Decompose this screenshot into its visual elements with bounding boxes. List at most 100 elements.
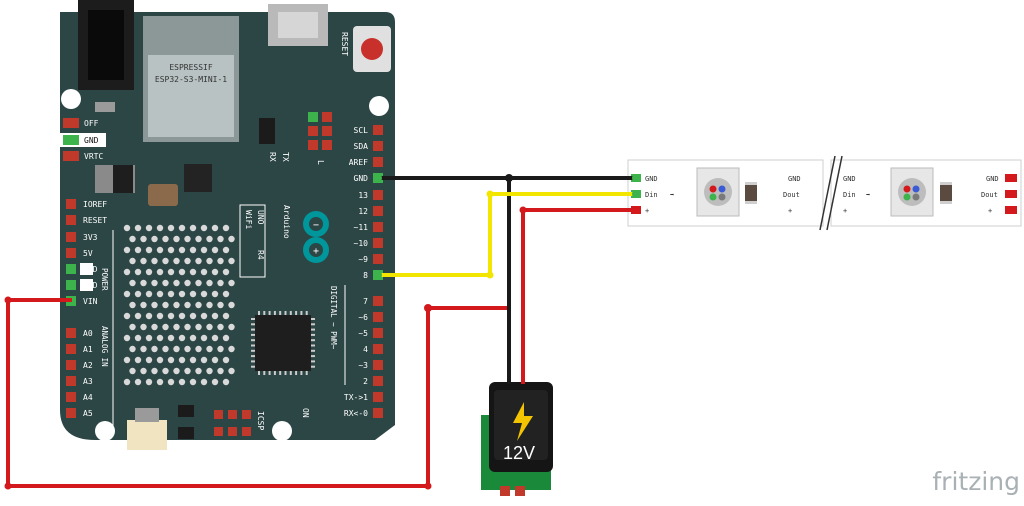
capacitor <box>745 182 757 204</box>
right-pin-label: 4 <box>363 345 368 354</box>
gnd-box <box>80 263 93 275</box>
strip2-din: Din <box>843 191 856 199</box>
left-pin-label: GND <box>83 281 98 290</box>
mounting-hole <box>95 421 115 441</box>
fritzing-watermark: fritzing <box>932 467 1020 496</box>
right-pin-label: ~9 <box>358 255 368 264</box>
pin-pad <box>373 296 383 306</box>
jack-voltage-label: 12V <box>503 443 535 463</box>
pin-pad <box>373 125 383 135</box>
pin-pad <box>373 376 383 386</box>
gnd-top-label: GND <box>84 136 99 145</box>
brand-label: Arduino <box>282 205 291 239</box>
right-pin-label: 2 <box>363 377 368 386</box>
qwiic-connector <box>127 420 167 450</box>
left-pin-label: A2 <box>83 361 93 370</box>
pin-pad <box>373 141 383 151</box>
wifi-label: WiFi <box>244 210 253 229</box>
rgb-led-icon <box>890 167 934 217</box>
pin-pad <box>373 344 383 354</box>
pin-pad <box>373 312 383 322</box>
right-pin-label: ~5 <box>358 329 368 338</box>
strip2-plus-out: + <box>988 207 992 215</box>
right-pin-label: AREF <box>349 158 368 167</box>
strip2-plus-in: + <box>843 207 847 215</box>
left-pin-label: 3V3 <box>83 233 98 242</box>
power-label: POWER <box>100 268 109 291</box>
led-strip: GND Din + ➡ GND Dout + GND Din + ➡ <box>627 155 1022 231</box>
crystal <box>148 184 178 206</box>
pin-pad <box>373 238 383 248</box>
pin-pad <box>373 408 383 418</box>
mounting-hole <box>272 421 292 441</box>
right-pin-label: ~11 <box>354 223 369 232</box>
left-pin-label: VIN <box>83 297 98 306</box>
right-pin-label: TX->1 <box>344 393 368 402</box>
icsp-header <box>214 410 251 436</box>
rx-label: RX <box>268 152 277 162</box>
svg-text:−: − <box>313 220 319 231</box>
pin-pad <box>66 328 76 338</box>
pin-pad <box>66 360 76 370</box>
l-label: L <box>316 160 325 165</box>
strip2-gnd-out: GND <box>986 175 999 183</box>
pin-pad <box>373 190 383 200</box>
left-pin-label: A5 <box>83 409 93 418</box>
pin-pad <box>66 232 76 242</box>
wire-strip-12v[interactable] <box>521 208 636 384</box>
arduino-logo: − + <box>303 211 329 263</box>
module-maker: ESPRESSIF <box>169 63 213 72</box>
strip1-gnd-out: GND <box>788 175 801 183</box>
on-label: ON <box>301 408 310 418</box>
left-pin-label: GND <box>83 265 98 274</box>
module-model: ESP32-S3-MINI-1 <box>155 75 227 84</box>
pin-pad <box>373 157 383 167</box>
strip1-plus-in: + <box>645 207 649 215</box>
right-pin-label: 12 <box>358 207 368 216</box>
pin-pad <box>66 248 76 258</box>
gnd-box <box>80 279 93 291</box>
wire-data[interactable] <box>378 192 636 277</box>
left-pin-label: A3 <box>83 377 93 386</box>
right-pin-label: ~3 <box>358 361 368 370</box>
right-pin-label: SCL <box>354 126 369 135</box>
pin-pad <box>66 215 76 225</box>
right-pin-label: RX<-0 <box>344 409 368 418</box>
right-pin-label: 8 <box>363 271 368 280</box>
strip2-dout: Dout <box>981 191 998 199</box>
vrtc-label: VRTC <box>84 152 103 161</box>
strip1-gnd-in: GND <box>645 175 658 183</box>
rgb-led-icon <box>696 167 740 217</box>
arrow-icon: ➡ <box>670 191 674 199</box>
pin-pad <box>373 328 383 338</box>
model-line2: R4 <box>256 250 265 260</box>
mcu-chip <box>255 315 311 371</box>
left-pin-label: IOREF <box>83 200 107 209</box>
left-pin-label: A1 <box>83 345 93 354</box>
right-pin-label: 13 <box>358 191 368 200</box>
left-pin-label: 5V <box>83 249 93 258</box>
strip1-plus-out: + <box>788 207 792 215</box>
digital-label: DIGITAL ~ PWM~ <box>329 286 338 350</box>
pin-pad <box>373 254 383 264</box>
arduino-board: RESET ESPRESSIF ESP32-S3-MINI-1 OFF GND … <box>60 0 395 450</box>
pin-pad <box>66 280 76 290</box>
right-pin-label: GND <box>354 174 369 183</box>
analog-label: ANALOG IN <box>100 326 109 367</box>
left-pin-label: A4 <box>83 393 93 402</box>
capacitor <box>940 182 952 204</box>
strip1-dout: Dout <box>783 191 800 199</box>
pin-pad <box>66 344 76 354</box>
wires <box>4 174 640 490</box>
pin-pad <box>66 264 76 274</box>
lightning-icon <box>513 402 533 441</box>
strip1-din: Din <box>645 191 658 199</box>
reset-label: RESET <box>340 32 349 56</box>
strip2-gnd-in: GND <box>843 175 856 183</box>
pin-pad <box>66 408 76 418</box>
led-matrix <box>123 224 235 386</box>
mounting-hole <box>61 89 81 109</box>
icsp-label: ICSP <box>256 411 265 430</box>
